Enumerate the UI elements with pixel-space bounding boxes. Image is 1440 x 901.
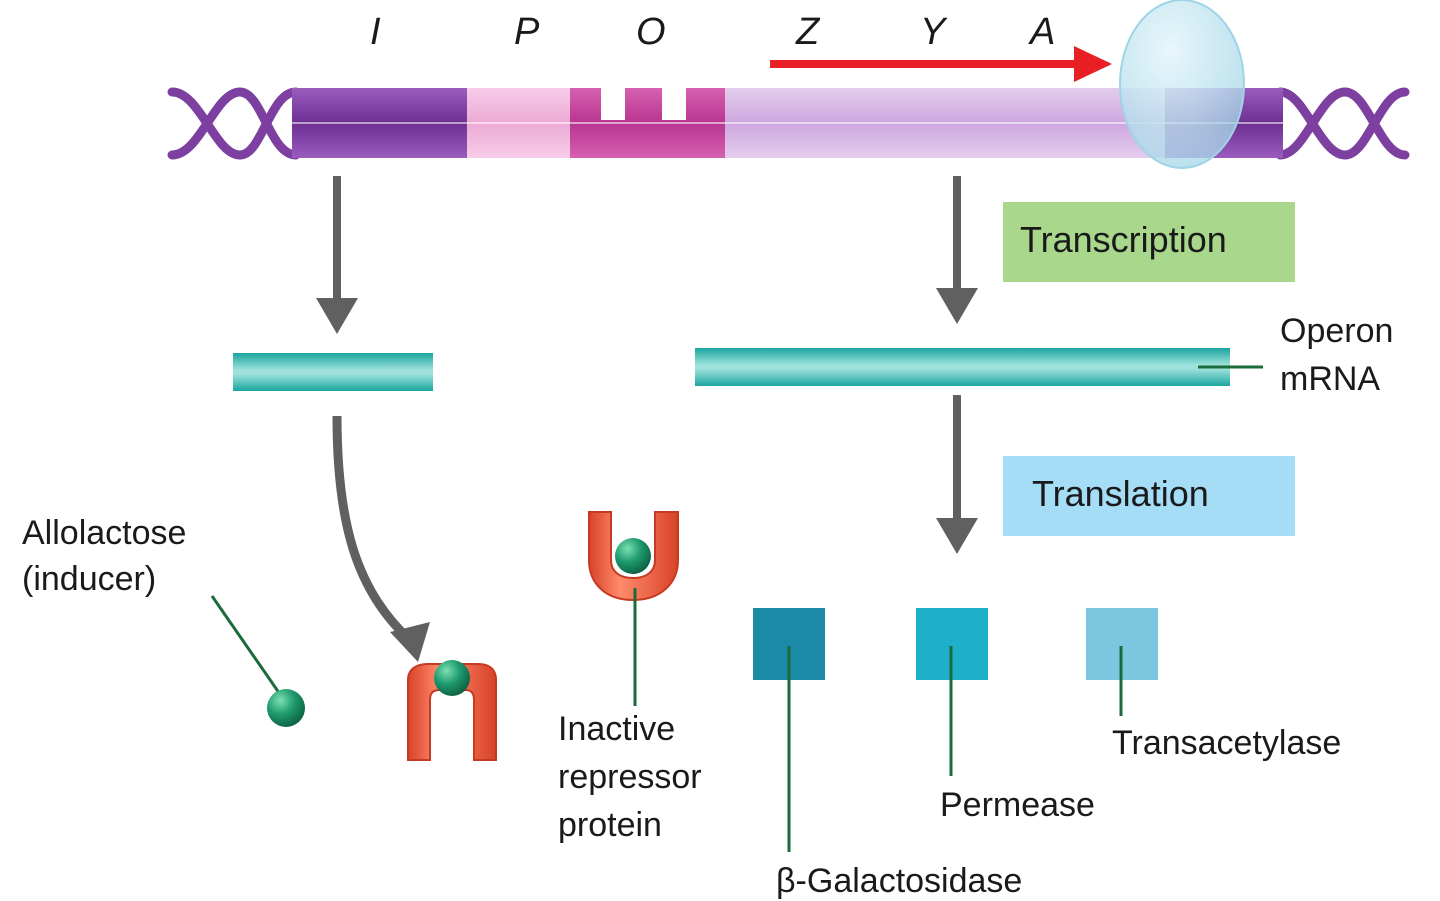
inactive-repressor-protein (588, 511, 679, 602)
gene-label-p: P (514, 11, 540, 53)
gene-label-y: Y (920, 11, 948, 53)
transcription-label: Transcription (1020, 219, 1227, 260)
allolactose-leader (210, 595, 286, 701)
translation-box: Translation (1003, 456, 1295, 536)
operon-mrna (695, 348, 1230, 386)
dna-helix-right (1275, 87, 1410, 160)
transacetylase-label: Transacetylase (1112, 724, 1341, 762)
gene-label-o: O (636, 11, 666, 53)
arrow-i-gene-to-mrna (316, 176, 358, 334)
gene-label-a: A (1028, 11, 1055, 53)
dna-helix-left (167, 87, 301, 160)
rna-polymerase (1119, 0, 1245, 169)
gene-label-z: Z (795, 11, 821, 53)
arrow-mrna-to-repressor (332, 415, 430, 662)
inactive-repressor-label: Inactive repressor protein (558, 710, 711, 844)
beta-galactosidase-label: β-Galactosidase (776, 862, 1022, 900)
arrow-dna-to-operon-mrna (936, 176, 978, 324)
arrow-mrna-to-enzymes (936, 395, 978, 554)
transcription-direction-arrow (770, 46, 1112, 82)
transcription-box: Transcription (1003, 202, 1295, 282)
allolactose-molecule (267, 689, 305, 727)
translation-label: Translation (1032, 473, 1209, 514)
repressor-mrna (233, 353, 433, 391)
allolactose-label: Allolactose (inducer) (22, 514, 196, 598)
gene-label-i: I (370, 11, 381, 53)
repressor-inducer-complex (407, 660, 497, 761)
operon-mrna-label: Operon mRNA (1280, 312, 1403, 398)
permease-label: Permease (940, 786, 1095, 824)
